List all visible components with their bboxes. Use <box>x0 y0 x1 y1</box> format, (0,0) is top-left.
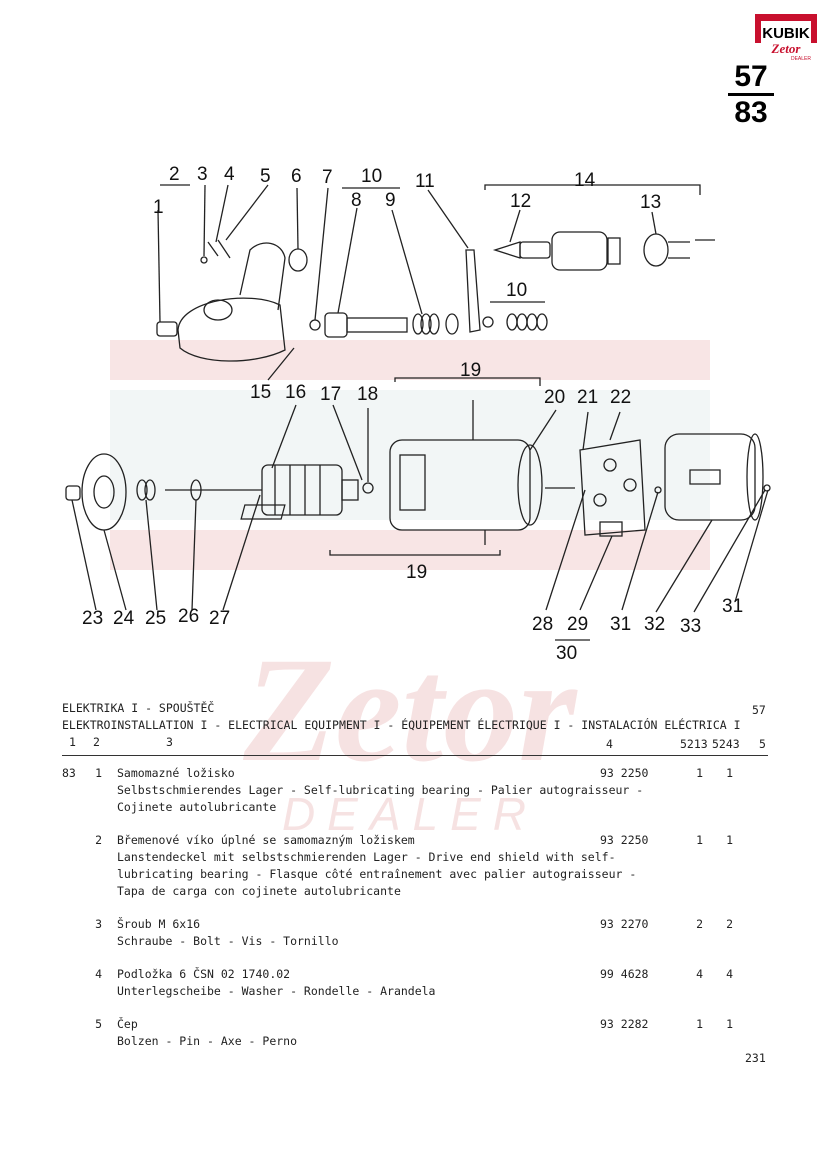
row-qty-5213: 1 <box>696 833 703 847</box>
callout-4: 4 <box>224 164 235 185</box>
callout-17: 17 <box>320 384 341 405</box>
callout-8: 8 <box>351 190 362 211</box>
callout-20: 20 <box>544 387 565 408</box>
row-description: Podložka 6 ČSN 02 1740.02 Unterlegscheib… <box>117 966 597 1000</box>
callout-22: 22 <box>610 387 631 408</box>
sheet-number: 57 <box>752 703 766 717</box>
desc-line: Unterlegscheibe - Washer - Rondelle - Ar… <box>117 984 436 998</box>
desc-line: Lanstendeckel mit selbstschmierenden Lag… <box>117 850 616 864</box>
row-description: Šroub M 6x16 Schraube - Bolt - Vis - Tor… <box>117 916 597 950</box>
row-part-number: 93 2250 <box>600 833 649 847</box>
group-number: 83 <box>734 96 768 129</box>
section-title-cz: ELEKTRIKA I - SPOUŠTĚČ <box>62 701 215 715</box>
header-rule <box>62 755 768 756</box>
callout-12: 12 <box>510 191 531 212</box>
desc-line: Cojinete autolubricante <box>117 800 277 814</box>
row-qty-5213: 4 <box>696 967 703 981</box>
row-qty-5213: 1 <box>696 766 703 780</box>
row-qty-5243: 2 <box>726 917 733 931</box>
callout-27: 27 <box>209 608 230 629</box>
row-group-code: 83 <box>62 766 76 780</box>
kubik-zetor-logo: KUBIK Zetor DEALER <box>755 14 817 62</box>
callout-19-upper: 19 <box>460 360 481 381</box>
row-description: Samomazné ložisko Selbstschmierendes Lag… <box>117 765 644 816</box>
callout-7: 7 <box>322 167 333 188</box>
callout-25: 25 <box>145 608 166 629</box>
callout-21: 21 <box>577 387 598 408</box>
desc-line: Selbstschmierendes Lager - Self-lubricat… <box>117 783 644 797</box>
column-header-5: 5 <box>759 737 766 751</box>
section-title-multilingual: ELEKTROINSTALLATION I - ELECTRICAL EQUIP… <box>62 718 741 732</box>
row-qty-5243: 1 <box>726 833 733 847</box>
callout-18: 18 <box>357 384 378 405</box>
callout-32: 32 <box>644 614 665 635</box>
callout-11: 11 <box>415 171 435 192</box>
row-part-number: 93 2282 <box>600 1017 649 1031</box>
callout-30: 30 <box>556 643 577 664</box>
callout-31-right: 31 <box>722 596 743 617</box>
callout-13: 13 <box>640 192 661 213</box>
callout-24: 24 <box>113 608 135 629</box>
logo-kubik-text: KUBIK <box>762 25 810 42</box>
logo-zetor-text: Zetor <box>771 41 802 56</box>
row-part-number: 93 2270 <box>600 917 649 931</box>
callout-14: 14 <box>574 170 596 191</box>
desc-line: Šroub M 6x16 <box>117 917 201 931</box>
column-header-4: 4 <box>606 737 613 751</box>
callout-28: 28 <box>532 614 553 635</box>
row-position: 1 <box>95 766 102 780</box>
table-number: 57 <box>734 60 768 93</box>
callout-33: 33 <box>680 616 701 637</box>
column-header-1: 1 <box>69 735 76 749</box>
column-header-5213: 5213 <box>680 737 708 751</box>
callout-3: 3 <box>197 164 208 185</box>
callout-31-lower: 31 <box>610 614 631 635</box>
desc-line: Bolzen - Pin - Axe - Perno <box>117 1034 298 1048</box>
column-header-5243: 5243 <box>712 737 740 751</box>
row-position: 4 <box>95 967 102 981</box>
column-header-2: 2 <box>93 735 100 749</box>
desc-line: Podložka 6 ČSN 02 1740.02 <box>117 967 291 981</box>
row-qty-5213: 1 <box>696 1017 703 1031</box>
row-qty-5243: 4 <box>726 967 733 981</box>
row-part-number: 93 2250 <box>600 766 649 780</box>
callout-15: 15 <box>250 382 271 403</box>
desc-line: Břemenové víko úplné se samomazným ložis… <box>117 833 415 847</box>
callout-29: 29 <box>567 614 588 635</box>
row-position: 3 <box>95 917 102 931</box>
callout-6: 6 <box>291 166 302 187</box>
callout-23: 23 <box>82 608 103 629</box>
column-header-3: 3 <box>166 735 173 749</box>
callout-9: 9 <box>385 190 396 211</box>
desc-line: Tapa de carga con cojinete autolubricant… <box>117 884 401 898</box>
page-number-block: 57 83 <box>728 62 774 128</box>
desc-line: Samomazné ložisko <box>117 766 235 780</box>
desc-line: Schraube - Bolt - Vis - Tornillo <box>117 934 339 948</box>
callout-5: 5 <box>260 166 271 187</box>
callout-16: 16 <box>285 382 306 403</box>
folio-number: 231 <box>745 1051 766 1065</box>
row-description: Čep Bolzen - Pin - Axe - Perno <box>117 1016 597 1050</box>
row-part-number: 99 4628 <box>600 967 649 981</box>
row-position: 2 <box>95 833 102 847</box>
desc-line: lubricating bearing - Flasque côté entra… <box>117 867 637 881</box>
callout-10-lower: 10 <box>506 280 527 301</box>
callout-1: 1 <box>153 197 164 218</box>
callout-19-lower: 19 <box>406 562 427 583</box>
row-description: Břemenové víko úplné se samomazným ložis… <box>117 832 637 900</box>
callout-2: 2 <box>169 164 180 185</box>
desc-line: Čep <box>117 1017 138 1031</box>
logo-dealer-text: DEALER <box>791 56 811 62</box>
callout-26: 26 <box>178 606 199 627</box>
row-qty-5243: 1 <box>726 766 733 780</box>
row-qty-5243: 1 <box>726 1017 733 1031</box>
row-position: 5 <box>95 1017 102 1031</box>
row-qty-5213: 2 <box>696 917 703 931</box>
page-number-divider <box>728 93 774 96</box>
callout-10-upper: 10 <box>361 166 382 187</box>
starter-exploded-diagram: 1 2 3 4 5 6 7 8 9 10 11 12 13 14 10 15 1… <box>65 164 771 664</box>
